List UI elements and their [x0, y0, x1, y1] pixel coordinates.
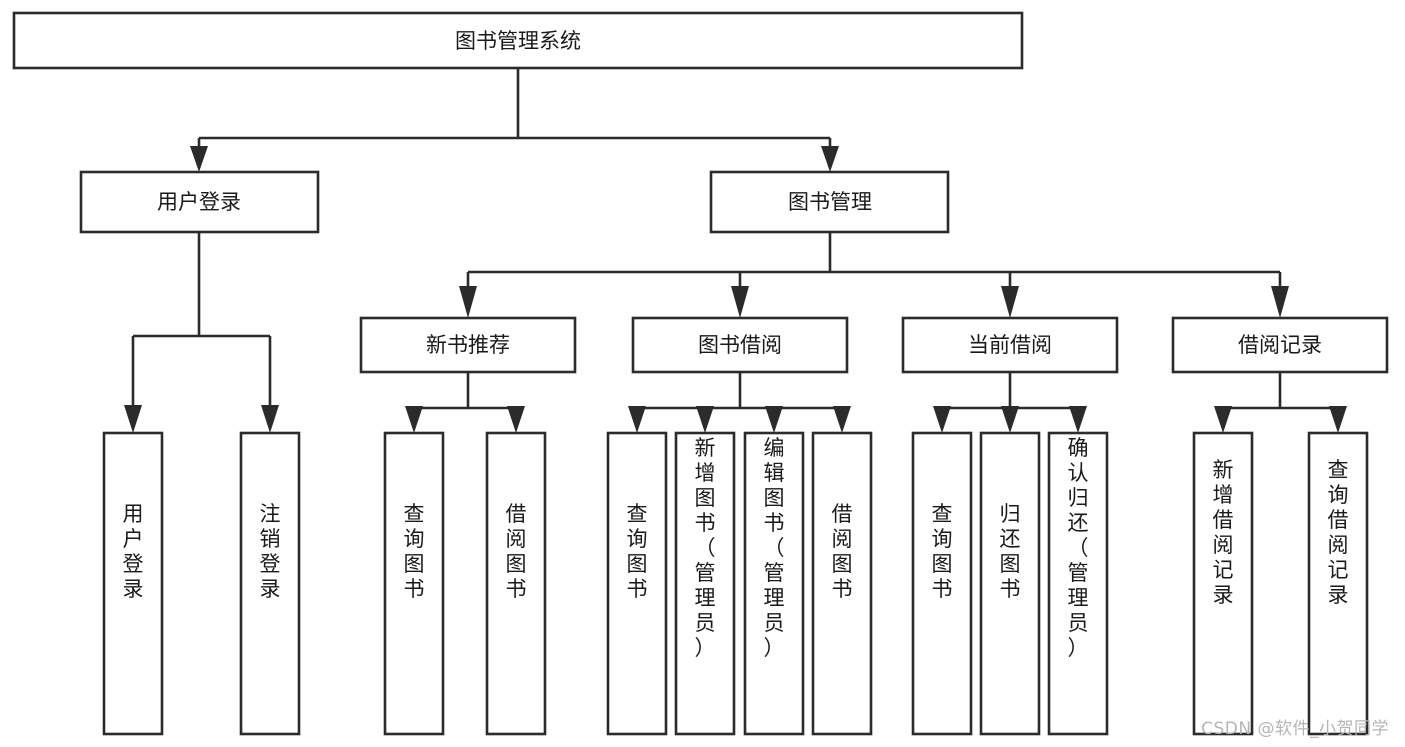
node-new-book-recommend-label: 新书推荐	[426, 333, 510, 357]
arrow-head-leaf-add-book	[696, 406, 714, 433]
node-book-management[interactable]: 图书管理	[709, 170, 950, 234]
node-user-login-label: 用户登录	[157, 190, 241, 214]
leaf-logout[interactable]: 注销登录	[239, 431, 301, 736]
arrow-head-user-login	[190, 146, 208, 172]
arrow-head-book-manage	[821, 146, 839, 172]
leaf-query-book-borrow[interactable]: 查询图书	[606, 431, 668, 736]
node-root-book-management-system[interactable]: 图书管理系统	[12, 11, 1024, 70]
leaf-borrow-book-recommend[interactable]: 借阅图书	[485, 431, 547, 736]
node-book-management-label: 图书管理	[788, 190, 872, 214]
arrow-head-leaf-add-record	[1214, 406, 1232, 433]
leaf-edit-book-admin-label: 编辑图书（管理员）	[764, 436, 785, 660]
leaf-confirm-return-admin-label: 确认归还（管理员）	[1068, 436, 1089, 660]
leaf-add-book-admin[interactable]: 新增图书（管理员）	[674, 431, 736, 736]
node-borrow-record-label: 借阅记录	[1238, 333, 1322, 357]
leaf-confirm-return-admin[interactable]: 确认归还（管理员）	[1047, 431, 1109, 736]
node-borrow-record[interactable]: 借阅记录	[1171, 316, 1389, 374]
arrow-head-leaf-confirm-return	[1069, 406, 1087, 433]
leaf-add-borrow-record-label: 新增借阅记录	[1213, 458, 1234, 607]
arrow-head-borrow-record	[1271, 286, 1289, 318]
node-current-borrow-label: 当前借阅	[968, 333, 1052, 357]
arrow-head-new-book	[459, 286, 477, 318]
leaf-borrow-book-borrow[interactable]: 借阅图书	[811, 431, 873, 736]
leaf-query-borrow-record-label: 查询借阅记录	[1328, 458, 1349, 607]
node-book-borrow-label: 图书借阅	[698, 333, 782, 357]
node-new-book-recommend[interactable]: 新书推荐	[359, 316, 577, 374]
leaf-query-book-borrow-label: 查询图书	[627, 502, 648, 601]
leaf-user-login-label: 用户登录	[123, 502, 144, 601]
arrow-head-leaf-logout	[261, 405, 279, 433]
arrow-head-leaf-user-login	[124, 405, 142, 433]
leaf-query-book-recommend[interactable]: 查询图书	[383, 431, 445, 736]
leaf-borrow-book-recommend-label: 借阅图书	[506, 502, 527, 601]
node-current-borrow[interactable]: 当前借阅	[901, 316, 1119, 374]
arrow-head-leaf-query-book-3	[933, 406, 951, 433]
leaf-query-borrow-record[interactable]: 查询借阅记录	[1307, 431, 1369, 736]
node-book-borrow[interactable]: 图书借阅	[631, 316, 849, 374]
leaf-logout-label: 注销登录	[260, 502, 281, 601]
node-user-login[interactable]: 用户登录	[79, 170, 320, 234]
arrow-head-leaf-return-book	[1001, 406, 1019, 433]
leaf-return-book-label: 归还图书	[1000, 502, 1021, 601]
arrow-head-leaf-query-book-1	[405, 406, 423, 433]
arrow-head-leaf-edit-book	[765, 406, 783, 433]
leaf-query-book-current[interactable]: 查询图书	[911, 431, 973, 736]
arrow-head-leaf-query-record	[1329, 406, 1347, 433]
leaf-user-login[interactable]: 用户登录	[102, 431, 164, 736]
arrow-head-leaf-borrow-book-2	[833, 406, 851, 433]
leaf-return-book[interactable]: 归还图书	[979, 431, 1041, 736]
connector-layer	[124, 68, 1347, 433]
leaf-query-book-recommend-label: 查询图书	[404, 502, 425, 601]
leaf-add-book-admin-label: 新增图书（管理员）	[695, 436, 716, 660]
arrow-head-current-borrow	[1001, 286, 1019, 318]
leaf-add-borrow-record[interactable]: 新增借阅记录	[1192, 431, 1254, 736]
leaf-borrow-book-borrow-label: 借阅图书	[832, 502, 853, 601]
arrow-head-leaf-query-book-2	[628, 406, 646, 433]
leaf-edit-book-admin[interactable]: 编辑图书（管理员）	[743, 431, 805, 736]
arrow-head-book-borrow	[731, 286, 749, 318]
leaf-query-book-current-label: 查询图书	[932, 502, 953, 601]
arrow-head-leaf-borrow-book-1	[507, 406, 525, 433]
node-root-label: 图书管理系统	[455, 29, 581, 53]
